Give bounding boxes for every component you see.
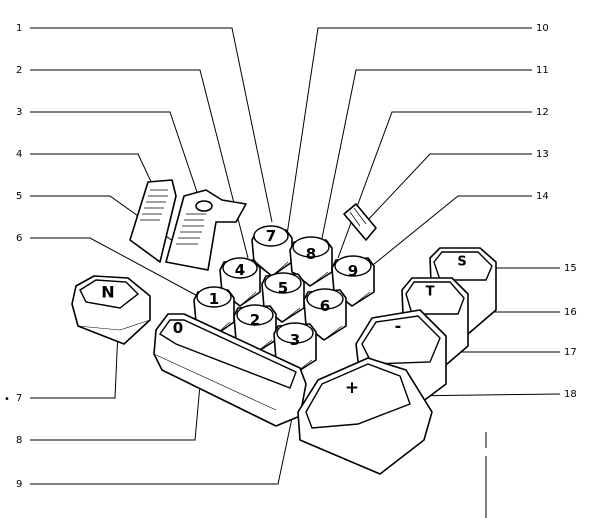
callout-8: 8: [16, 435, 22, 446]
callout-15: 15: [564, 263, 577, 274]
leader-2: [30, 69, 249, 259]
switch-housings: [129, 179, 377, 271]
keycap-s-label: S: [457, 255, 466, 270]
callout-6: 6: [16, 233, 22, 244]
keycap-plus: +: [297, 357, 433, 475]
keycap-4-label: 4: [235, 261, 245, 279]
keycap-0-label: 0: [173, 319, 183, 337]
keycap-8-label: 8: [306, 245, 316, 263]
callout-18: 18: [564, 389, 577, 400]
leader-8: [30, 384, 201, 441]
leader-lines: [30, 27, 561, 485]
keycap-8: 8: [289, 236, 333, 287]
callout-17: 17: [564, 347, 577, 358]
stray-dot: •: [4, 394, 10, 405]
leader-14: [351, 195, 532, 283]
keycap-5-label: 5: [278, 279, 288, 297]
leader-11: [317, 69, 532, 259]
switch-housing-right: [165, 189, 247, 271]
callout-1: 1: [16, 23, 22, 34]
keycap-7-label: 7: [266, 227, 276, 245]
leader-13: [365, 153, 532, 223]
callout-5: 5: [16, 191, 22, 202]
leader-3: [30, 111, 199, 196]
leader-6: [30, 237, 206, 301]
callout-13: 13: [536, 149, 549, 160]
key-stem-insert: [343, 203, 377, 241]
keycap-6-label: 6: [320, 297, 330, 315]
keycap-n-label: N: [101, 283, 114, 302]
switch-housing-left: [129, 179, 177, 263]
keycap-6: 6: [303, 288, 347, 341]
keycap-plus-label: +: [345, 378, 359, 398]
callout-11: 11: [536, 65, 549, 76]
callout-4: 4: [16, 149, 22, 160]
keycap-t-label: T: [426, 285, 435, 300]
callout-7: 7: [16, 393, 22, 404]
keycap-1-label: 1: [209, 290, 219, 308]
leader-4: [30, 153, 155, 189]
callout-2: 2: [16, 65, 22, 76]
callout-9: 9: [16, 479, 22, 490]
switch-stem: [195, 200, 213, 212]
leader-7: [30, 329, 119, 399]
callout-3: 3: [16, 107, 22, 118]
keycap-2-label: 2: [250, 311, 260, 329]
keycap-9-label: 9: [348, 262, 358, 280]
leader-9: [30, 389, 299, 485]
leader-10: [281, 27, 532, 269]
callout-14: 14: [536, 191, 549, 202]
callout-12: 12: [536, 107, 549, 118]
callout-16: 16: [564, 307, 577, 318]
keycap-3-label: 3: [290, 331, 300, 349]
leader-1: [30, 27, 273, 223]
keycap-n: N: [71, 275, 151, 345]
keycap-minus-label: -: [395, 317, 402, 336]
keycap-1: 1: [193, 286, 235, 337]
callout-10: 10: [536, 23, 549, 34]
callout-numbers: 1 2 3 4 5 6 7 8 9 10 11 12 13 14 15 16 1…: [4, 23, 577, 490]
keycap-0-bar: 0: [153, 313, 307, 427]
